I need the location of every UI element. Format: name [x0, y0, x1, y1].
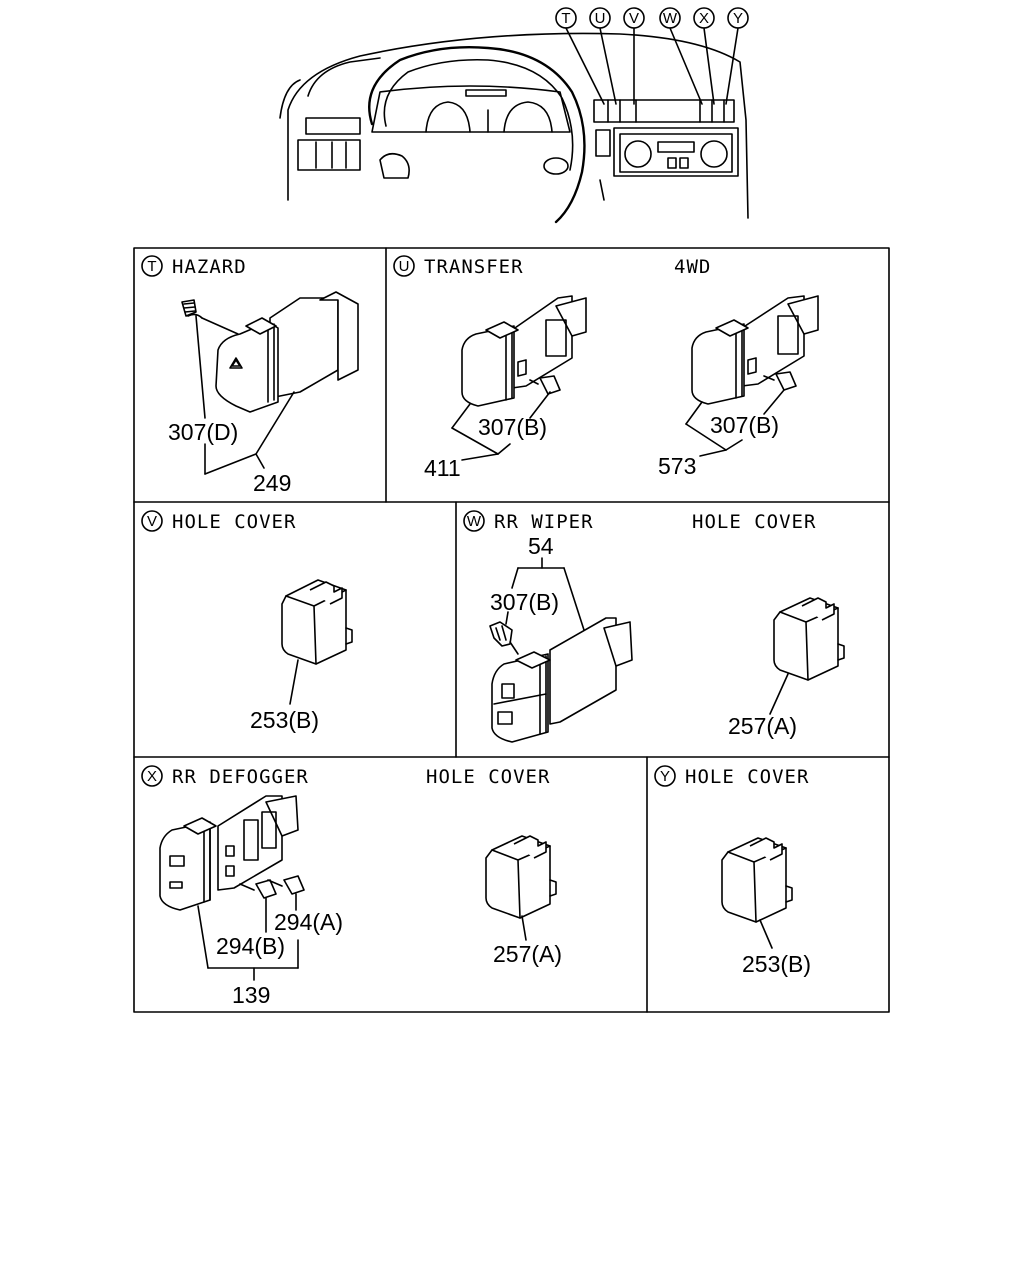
callout-Y: Y	[727, 7, 749, 29]
svg-text:U: U	[595, 10, 606, 27]
panel-rr-defogger: X RR DEFOGGER HOLE COVER	[141, 765, 562, 1008]
panel-letter: Y	[660, 768, 670, 785]
panel-letter: T	[147, 258, 156, 275]
hole-cover-part	[773, 597, 845, 681]
screw-part	[529, 375, 561, 395]
screw-part	[763, 371, 797, 391]
label-307B-w: 307(B)	[490, 589, 559, 615]
svg-text:W: W	[663, 10, 678, 27]
callout-W: W	[659, 7, 681, 29]
svg-text:X: X	[699, 10, 709, 27]
label-253B-v: 253(B)	[250, 707, 319, 733]
hole-cover-part	[485, 835, 557, 919]
callout-T: T	[555, 7, 577, 29]
panel-title: RR WIPER	[494, 511, 594, 533]
label-249: 249	[253, 470, 291, 496]
screw-part	[489, 621, 519, 655]
rr-defogger-switch-part	[159, 795, 299, 911]
label-294B: 294(B)	[216, 933, 285, 959]
panel-title-4wd: 4WD	[674, 256, 711, 278]
panel-hole-cover-y: Y HOLE COVER 253(B)	[654, 765, 811, 977]
callout-V: V	[623, 7, 645, 29]
panel-rr-wiper: W RR WIPER HOLE COVER 54 307(B)	[463, 510, 845, 743]
label-307B-a: 307(B)	[478, 414, 547, 440]
panel-transfer: U TRANSFER 4WD 307(B) 411	[393, 255, 819, 481]
screw-part	[239, 879, 277, 899]
4wd-switch-part	[691, 295, 819, 405]
panel-title: RR DEFOGGER	[172, 766, 309, 788]
label-257A-x: 257(A)	[493, 941, 562, 967]
panel-letter: U	[399, 258, 410, 275]
screw-part	[181, 299, 203, 319]
panel-title: TRANSFER	[424, 256, 524, 278]
svg-text:V: V	[629, 10, 639, 27]
label-253B-y: 253(B)	[742, 951, 811, 977]
panel-title-hole-cover: HOLE COVER	[692, 511, 816, 533]
panel-title: HAZARD	[172, 256, 247, 278]
label-294A: 294(A)	[274, 909, 343, 935]
label-139: 139	[232, 982, 270, 1008]
panel-hole-cover-v: V HOLE COVER 253(B)	[141, 510, 353, 733]
panel-letter: W	[467, 513, 482, 530]
label-307D: 307(D)	[168, 419, 238, 445]
callout-U: U	[589, 7, 611, 29]
panel-title: HOLE COVER	[685, 766, 809, 788]
panel-letter: X	[147, 768, 157, 785]
hole-cover-part	[281, 579, 353, 665]
panel-hazard: T HAZARD 307(D) 249	[141, 255, 359, 496]
callout-X: X	[693, 7, 715, 29]
panel-title: HOLE COVER	[172, 511, 296, 533]
dashboard-overview: T U V W X Y	[279, 7, 749, 224]
svg-text:Y: Y	[733, 10, 743, 27]
svg-text:T: T	[561, 10, 570, 27]
label-573: 573	[658, 453, 696, 479]
rr-wiper-switch-part	[491, 617, 633, 743]
label-54: 54	[528, 533, 554, 559]
panel-grid	[133, 247, 890, 1013]
label-257A-w: 257(A)	[728, 713, 797, 739]
label-411: 411	[424, 455, 461, 481]
label-307B-b: 307(B)	[710, 412, 779, 438]
hazard-switch-part	[215, 291, 359, 413]
hole-cover-part	[721, 837, 793, 923]
transfer-switch-part	[461, 295, 587, 407]
panel-letter: V	[147, 513, 157, 530]
panel-title-hole-cover: HOLE COVER	[426, 766, 550, 788]
screw-part	[267, 875, 305, 895]
